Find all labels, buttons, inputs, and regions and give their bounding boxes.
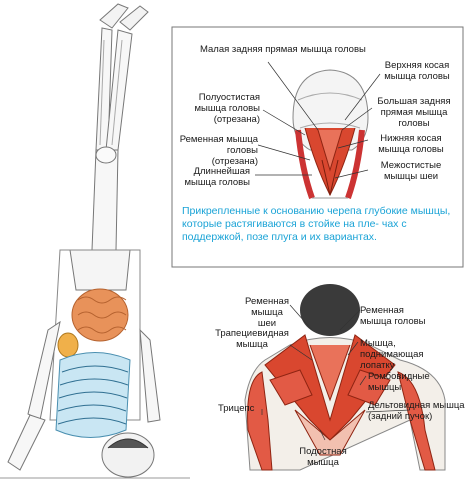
- caption-part-3: и их: [300, 231, 321, 243]
- label-rectus-capitis-posterior-minor: Малая задняя прямая мышца головы: [200, 44, 366, 55]
- back-view-figure: [244, 284, 446, 471]
- label-infraspinatus: Подостная мышца: [299, 446, 347, 468]
- label-obliquus-capitis-superior: Верхняя косая мышца головы: [384, 60, 450, 82]
- label-longissimus-capitis: Длиннейшая мышца головы: [184, 166, 250, 188]
- caption-part-4: вариантах.: [323, 231, 377, 243]
- label-triceps: Трицепс: [218, 403, 255, 414]
- label-deltoid-posterior: Дельтовидная мышца (задний пучок): [368, 400, 465, 422]
- back-leader-lines: [261, 304, 411, 441]
- label-splenius-capitis-cut: Ременная мышца головы (отрезана): [179, 134, 258, 167]
- label-rectus-capitis-posterior-major: Большая задняя прямая мышца головы: [377, 96, 451, 129]
- caption-part-1: Прикрепленные к основанию черепа глубоки…: [182, 205, 451, 230]
- label-splenius-cervicis: Ременная мышца шеи: [245, 296, 289, 329]
- label-semispinalis-capitis: Полуостистая мышца головы (отрезана): [194, 92, 260, 125]
- caption-part-2: чах с поддержкой, позе плуга: [182, 218, 407, 243]
- label-obliquus-capitis-inferior: Нижняя косая мышца головы: [378, 133, 444, 155]
- label-levator-scapulae: Мышца, поднимающая лопатку: [360, 338, 424, 371]
- deep-muscles-caption: Прикрепленные к основанию черепа глубоки…: [182, 205, 460, 244]
- label-splenius-capitis: Ременная мышца головы: [360, 305, 426, 327]
- shoulderstand-figure: [0, 3, 190, 479]
- label-rhomboids: Ромбовидные мышцы: [368, 371, 430, 393]
- label-trapezius: Трапециевидная мышца: [215, 328, 289, 350]
- skull-posterior-view: [292, 69, 369, 200]
- label-interspinales-cervicis: Межостистые мышцы шеи: [380, 160, 442, 182]
- head-leader-lines: [255, 61, 381, 179]
